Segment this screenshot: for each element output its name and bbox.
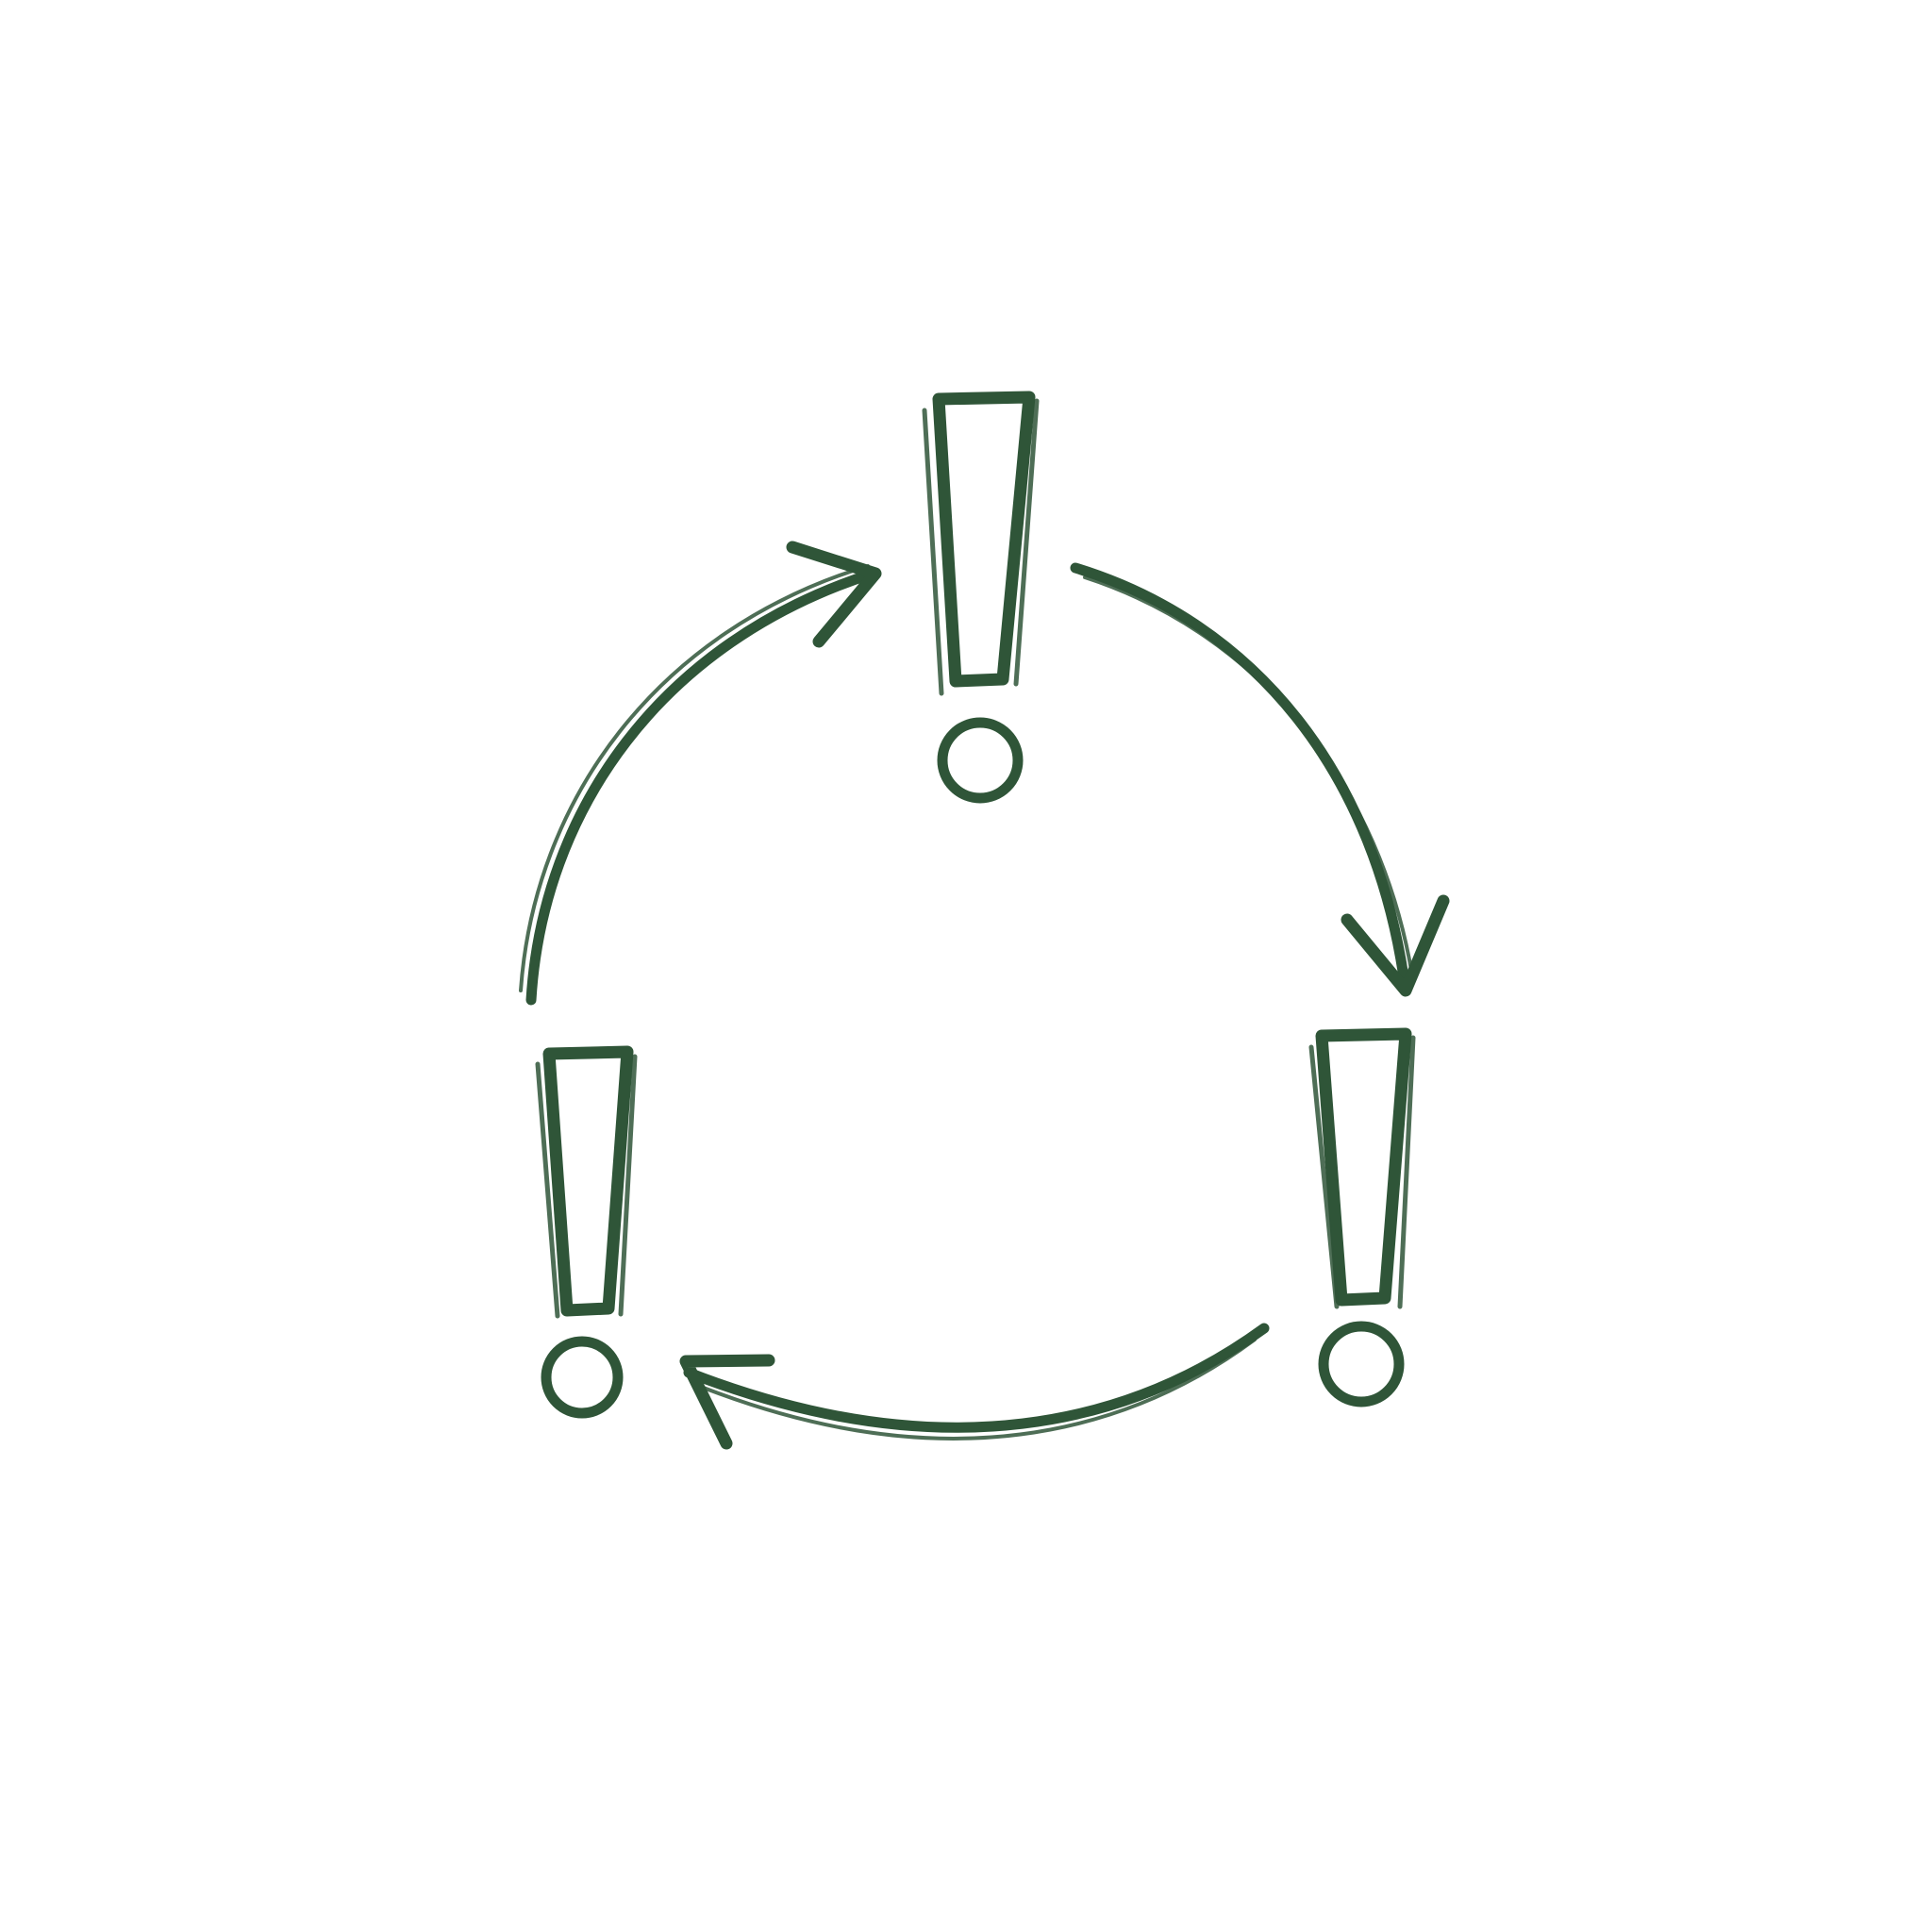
arrow-left-to-top <box>519 541 882 1006</box>
exclamation-icon-top <box>922 391 1040 804</box>
exclamation-bar-top <box>932 391 1036 688</box>
arrow-right-to-left <box>679 1323 1270 1450</box>
exclamation-dot-left <box>541 1336 624 1419</box>
exclamation-bar-right <box>1315 1027 1412 1307</box>
exclamation-bar-right-sketch <box>1308 1035 1416 1309</box>
arrow-bottom-arrowhead <box>679 1354 775 1450</box>
arrow-bottom-arc-sketch <box>694 1338 1257 1441</box>
exclamation-bar-left <box>542 1045 634 1317</box>
arrow-left-arc-sketch <box>519 564 870 992</box>
exclamation-icon-bottom-right <box>1308 1027 1416 1407</box>
arrow-left-arrowhead <box>786 541 882 648</box>
arrow-bottom-arc <box>683 1323 1270 1433</box>
exclamation-bar-left-sketch <box>535 1054 638 1319</box>
exclamation-bar-top-sketch <box>922 398 1040 696</box>
arrow-right-arrowhead <box>1341 894 1450 997</box>
exclamation-dot-right <box>1318 1321 1405 1407</box>
exclamation-dot-top <box>937 717 1024 804</box>
exclamation-icon-bottom-left <box>535 1045 638 1419</box>
arrow-right-arc-sketch <box>1083 575 1415 983</box>
arrow-top-to-right <box>1070 562 1450 997</box>
arrow-left-arc <box>525 568 878 1006</box>
